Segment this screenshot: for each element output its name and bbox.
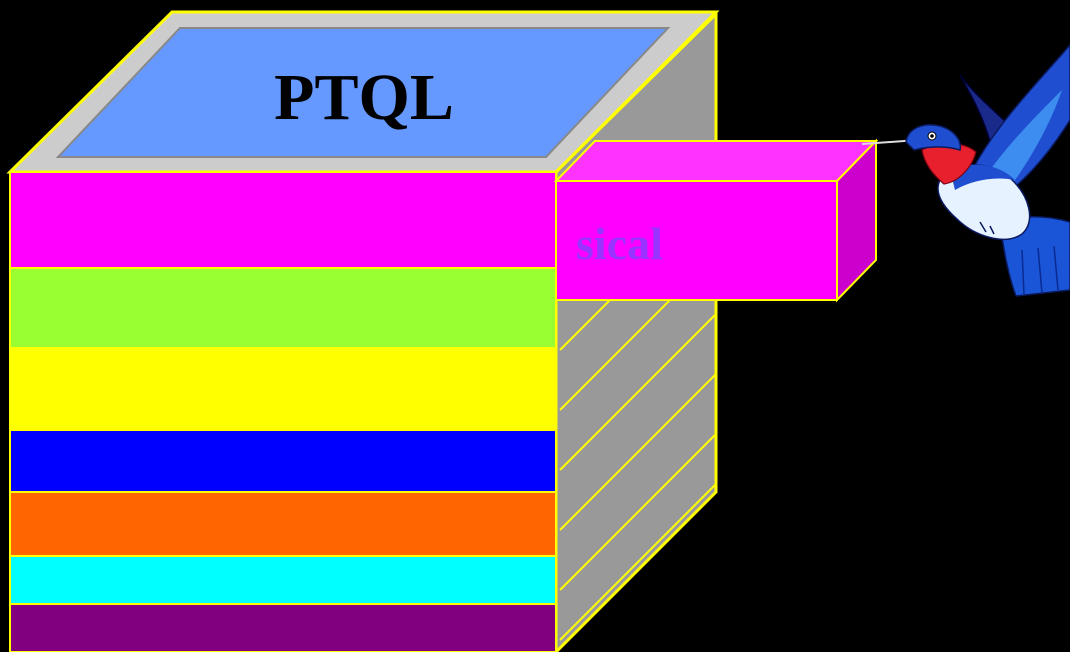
purple-layer — [9, 603, 557, 652]
diagram-title: PTQL — [274, 61, 454, 134]
cyan-layer — [9, 555, 557, 605]
hatch-line — [559, 483, 717, 641]
front-layers — [9, 171, 557, 652]
protrusion-front-face — [555, 180, 838, 301]
top-panel — [55, 27, 671, 158]
green-layer — [9, 267, 557, 349]
hummingbird-icon — [861, 43, 1070, 297]
protrusion-top-face — [553, 140, 879, 182]
magenta-layer — [9, 171, 557, 269]
hatch-line — [559, 373, 717, 531]
blue-layer — [9, 429, 557, 493]
hatch-line — [559, 313, 717, 471]
protrusion-label: sical — [576, 218, 663, 269]
orange-layer — [9, 491, 557, 557]
hatch-line — [559, 433, 717, 591]
yellow-layer — [9, 347, 557, 431]
